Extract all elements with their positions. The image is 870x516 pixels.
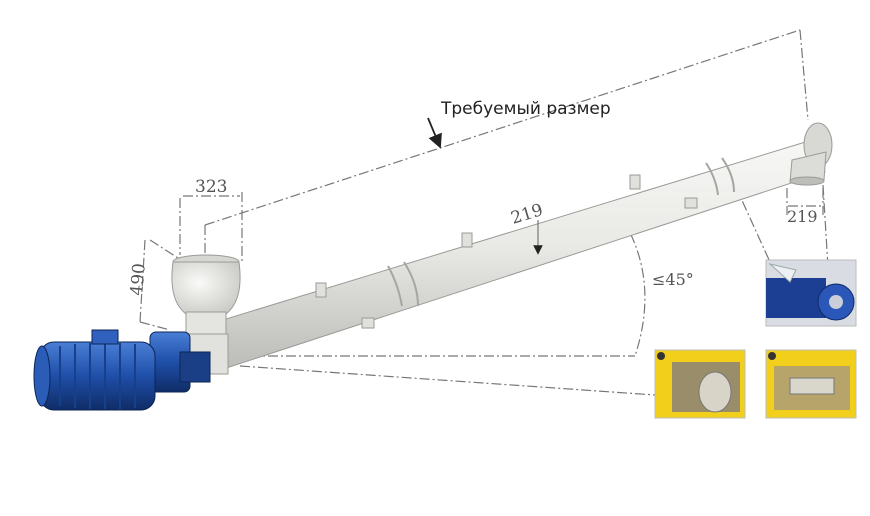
dim-219-outlet-label: 219 — [787, 207, 818, 226]
angle-arc — [621, 217, 646, 357]
arrow-down-icon — [427, 117, 442, 149]
conveyor-tube — [189, 122, 833, 376]
thumbnail-yellow-right — [765, 349, 857, 419]
thumbnail-yellow-left — [654, 349, 746, 419]
required-size-line — [204, 29, 801, 226]
thumbnail-blue-end — [765, 259, 857, 327]
motor — [33, 329, 211, 411]
dim-323-label: 323 — [195, 177, 227, 197]
angle-label: ≤45° — [652, 270, 694, 289]
dim-490-label: 490 — [127, 262, 150, 296]
required-size-label: Требуемый размер — [441, 99, 611, 119]
required-size-end-tick — [799, 29, 809, 121]
